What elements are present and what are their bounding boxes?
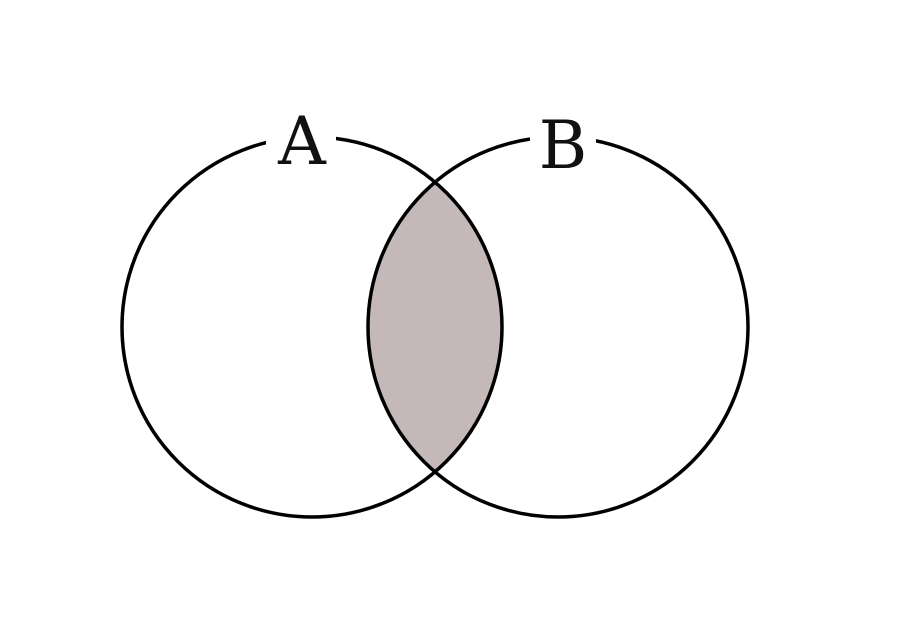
- intersection-region: [368, 137, 502, 517]
- label-b: B: [539, 107, 588, 184]
- label-a-background: [266, 118, 336, 154]
- label-b-background: [530, 118, 596, 154]
- label-a: A: [277, 103, 327, 180]
